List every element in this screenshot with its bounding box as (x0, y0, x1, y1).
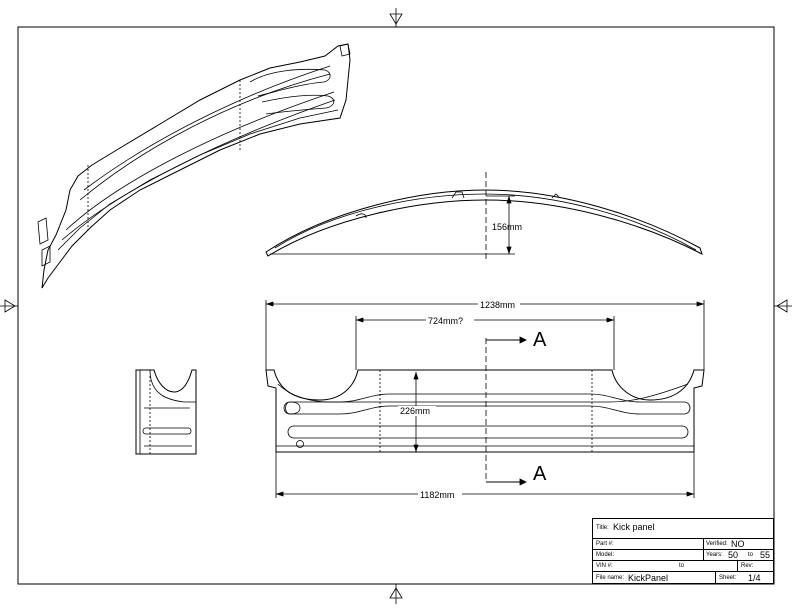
vin-row: VIN #: to Rev: (593, 561, 773, 572)
file-value: KickPanel (628, 573, 669, 583)
verified-label: Verified: (706, 541, 728, 547)
dim-overall-width: 1238mm (480, 300, 515, 310)
part-label: Part #: (596, 541, 614, 547)
years-from: 50 (728, 550, 739, 560)
title-value: Kick panel (613, 522, 655, 532)
verified-value: NO (731, 539, 745, 549)
centering-marks (0, 8, 792, 604)
dim-arc-height: 156mm (492, 222, 522, 232)
years-to: 55 (760, 550, 771, 560)
file-row: File name: KickPanel Sheet: 1/4 (593, 572, 773, 584)
model-row: Model: Years: 50 to 55 (593, 550, 773, 561)
years-to-label: to (748, 552, 754, 558)
section-label-top: A (533, 329, 547, 351)
rev-label: Rev: (741, 563, 754, 569)
title-block: Title: Kick panel Part #: Verified: NO M… (592, 518, 774, 584)
vin-to-label: to (679, 563, 685, 569)
title-label: Title: (596, 525, 609, 531)
section-label-bottom: A (533, 463, 547, 485)
dim-bottom-width: 1182mm (420, 490, 454, 500)
sheet-value: 1/4 (748, 573, 761, 583)
part-row: Part #: Verified: NO (593, 539, 773, 550)
iso-view (37, 43, 351, 289)
years-label: Years: (706, 552, 723, 558)
side-view (135, 369, 197, 455)
sheet-label: Sheet: (719, 575, 737, 581)
dim-front-height: 226mm (400, 406, 430, 416)
drawing-border (17, 26, 775, 585)
file-label: File name: (596, 575, 625, 581)
title-row: Title: Kick panel (593, 519, 773, 539)
vin-label: VIN #: (596, 563, 613, 569)
front-view (265, 300, 705, 498)
dim-partial-width: 724mm? (428, 316, 463, 326)
arc-view (265, 172, 703, 262)
model-label: Model: (596, 552, 615, 558)
